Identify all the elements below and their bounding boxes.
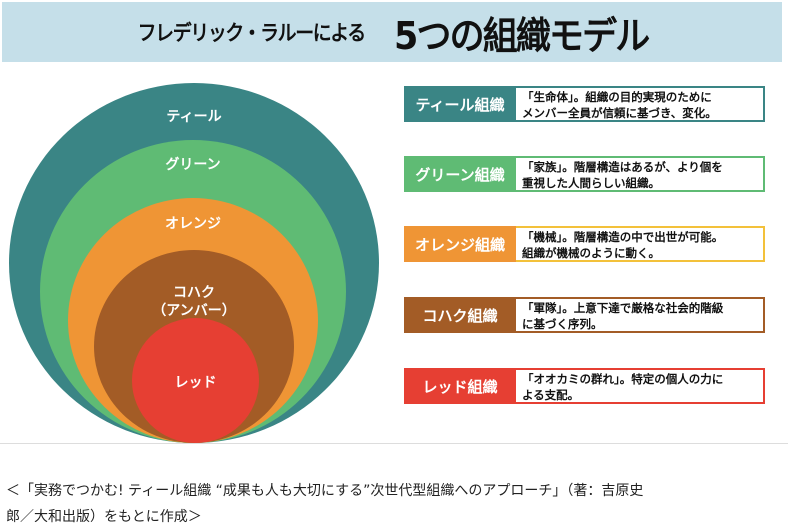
desc-line: 重視した人間らしい組織。	[522, 176, 660, 190]
desc-line: 「軍隊」。上意下達で厳格な社会的階級	[522, 301, 724, 315]
model-desc-teal: 「生命体」。組織の目的実現のために メンバー全員が信頼に基づき、変化。	[516, 86, 765, 122]
model-row-teal: ティール組織 「生命体」。組織の目的実現のために メンバー全員が信頼に基づき、変…	[404, 86, 765, 122]
model-desc-red: 「オオカミの群れ」。特定の個人の力に よる支配。	[516, 368, 765, 404]
title-main: 5つの組織モデル	[394, 13, 650, 58]
circle-label-red: レッド	[174, 375, 217, 391]
model-label-amber: コハク組織	[404, 297, 516, 333]
source-caption: ＜「実務でつかむ! ティール組織 “成果も人も大切にする”次世代型組織へのアプロ…	[6, 478, 786, 530]
model-desc-amber: 「軍隊」。上意下達で厳格な社会的階級 に基づく序列。	[516, 297, 765, 333]
circle-label-teal: ティール	[166, 109, 222, 125]
circle-label-orange: オレンジ	[165, 216, 221, 232]
model-label-green: グリーン組織	[404, 156, 516, 192]
model-desc-green: 「家族」。階層構造はあるが、より個を 重視した人間らしい組織。	[516, 156, 765, 192]
model-label-teal: ティール組織	[404, 86, 516, 122]
model-label-orange: オレンジ組織	[404, 226, 516, 262]
circle-label-amber-1: コハク	[173, 285, 215, 301]
desc-line: 組織が機械のように動く。	[522, 246, 660, 260]
circle-red: レッド	[132, 318, 259, 443]
nested-circles-diagram: ティール グリーン オレンジ コハク （アンバー） レッド	[0, 62, 400, 443]
caption-line-2: 郎／大和出版）をもとに作成＞	[6, 509, 202, 525]
circle-label-amber-2: （アンバー）	[152, 303, 236, 319]
model-row-amber: コハク組織 「軍隊」。上意下達で厳格な社会的階級 に基づく序列。	[404, 297, 765, 333]
title-prefix: フレデリック・ラルーによる	[137, 21, 366, 45]
model-row-red: レッド組織 「オオカミの群れ」。特定の個人の力に よる支配。	[404, 368, 765, 404]
desc-line: に基づく序列。	[522, 317, 603, 331]
desc-line: 「オオカミの群れ」。特定の個人の力に	[522, 372, 724, 386]
desc-line: よる支配。	[522, 388, 580, 402]
model-row-green: グリーン組織 「家族」。階層構造はあるが、より個を 重視した人間らしい組織。	[404, 156, 765, 192]
model-desc-orange: 「機械」。階層構造の中で出世が可能。 組織が機械のように動く。	[516, 226, 765, 262]
model-label-red: レッド組織	[404, 368, 516, 404]
desc-line: 「機械」。階層構造の中で出世が可能。	[522, 230, 724, 244]
title-banner: フレデリック・ラルーによる 5つの組織モデル	[2, 2, 782, 62]
divider	[0, 443, 788, 444]
circle-label-green: グリーン	[165, 157, 221, 173]
desc-line: 「生命体」。組織の目的実現のために	[522, 90, 712, 104]
caption-line-1: ＜「実務でつかむ! ティール組織 “成果も人も大切にする”次世代型組織へのアプロ…	[6, 483, 644, 499]
desc-line: 「家族」。階層構造はあるが、より個を	[522, 160, 723, 174]
model-row-orange: オレンジ組織 「機械」。階層構造の中で出世が可能。 組織が機械のように動く。	[404, 226, 765, 262]
desc-line: メンバー全員が信頼に基づき、変化。	[522, 106, 717, 120]
